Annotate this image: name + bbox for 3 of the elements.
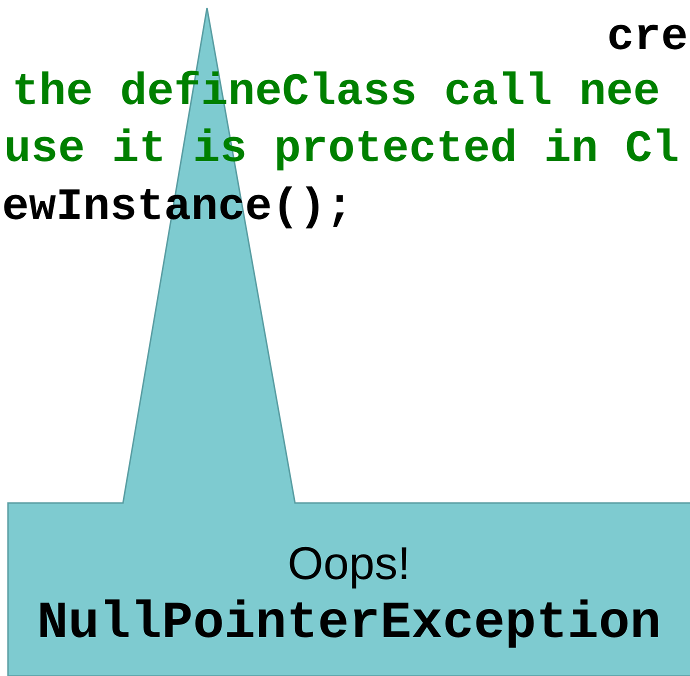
code-line: cre [606,12,688,64]
exception-name: NullPointerException [36,596,662,652]
callout-title: Oops! [286,536,412,591]
